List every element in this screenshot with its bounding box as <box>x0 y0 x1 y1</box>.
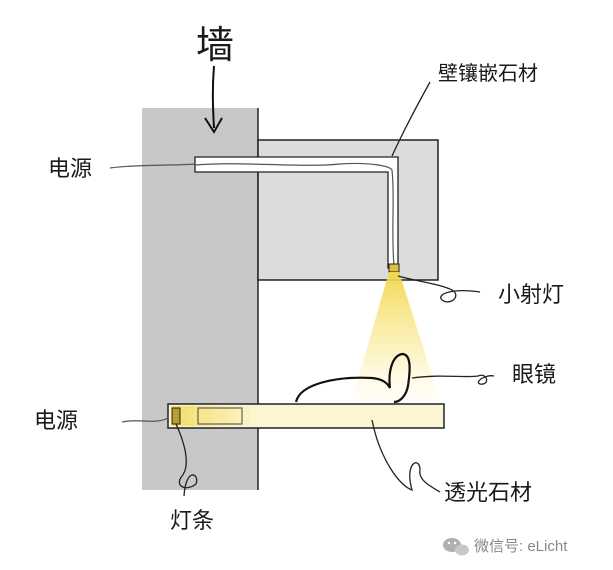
glasses-shape <box>294 352 411 404</box>
glasses-leader <box>411 374 495 385</box>
spotlight-fixture <box>388 263 400 273</box>
wechat-icon <box>443 538 469 556</box>
spotlight-label: 小射灯 <box>498 283 564 308</box>
light-strip-label: 灯条 <box>170 509 214 534</box>
watermark-text: 微信号: eLicht <box>474 538 568 555</box>
power-top-leader <box>109 163 196 169</box>
wall-arrow-head <box>204 117 223 134</box>
spotlight-beam <box>352 272 440 400</box>
light-strip-led <box>171 407 181 425</box>
power-top-label: 电源 <box>48 157 92 182</box>
embedded-stone-label: 壁镶嵌石材 <box>438 61 538 85</box>
glasses-label: 眼镜 <box>512 363 556 388</box>
power-wire-top <box>194 162 395 267</box>
power-bottom-label: 电源 <box>34 409 78 434</box>
translucent-leader <box>371 419 441 493</box>
power-wire-bottom <box>121 417 169 423</box>
wire-channel <box>194 156 399 269</box>
wall-label: 墙 <box>196 23 234 67</box>
light-strip-glow <box>172 406 250 426</box>
wall-arrow <box>211 65 215 129</box>
light-strip-leader <box>175 423 198 497</box>
translucent-stone-label: 透光石材 <box>444 481 532 506</box>
embedded-stone-leader <box>391 81 431 157</box>
spotlight-leader <box>397 275 481 303</box>
light-strip-inner <box>197 407 243 425</box>
